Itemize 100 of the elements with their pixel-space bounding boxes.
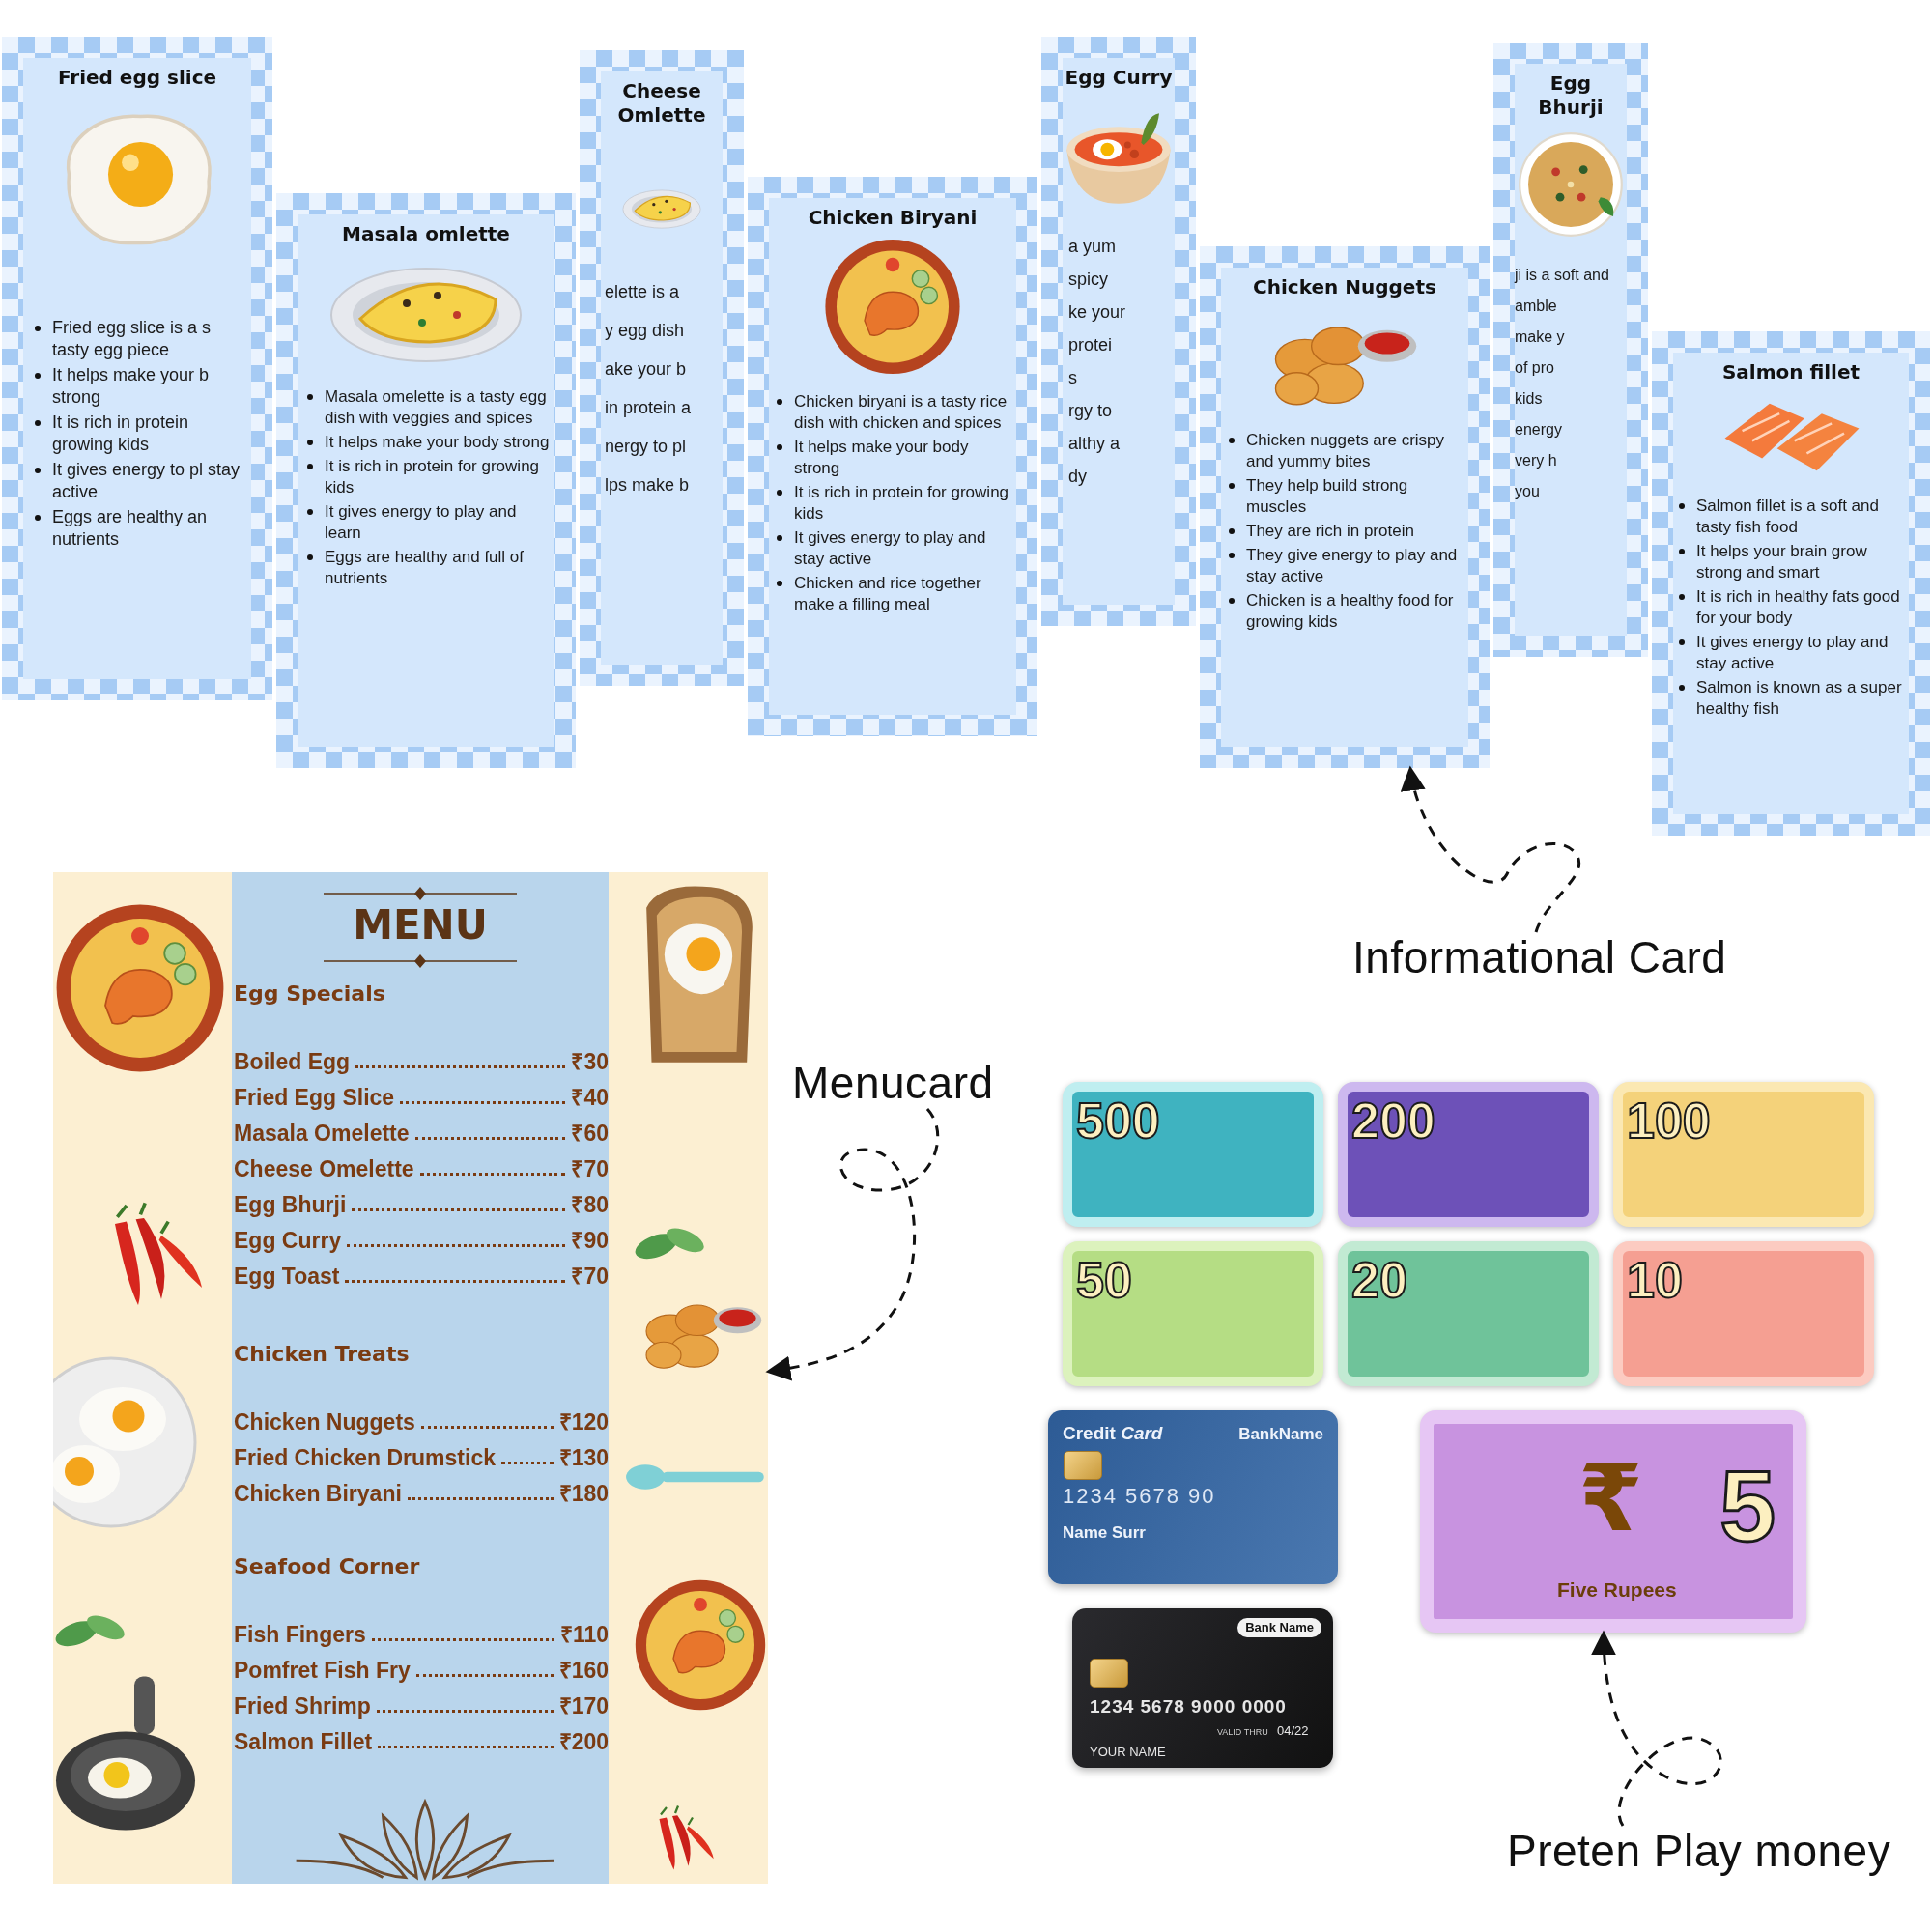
card-text: of pro <box>1515 358 1555 378</box>
bullet-text: Chicken biryani is a tasty rice dish with chicken and spices <box>773 391 1014 434</box>
play-money-note <box>1613 1082 1874 1227</box>
bullet-text: Masala omelette is a tasty egg dish with veggies and spices <box>303 386 553 429</box>
play-money-note <box>1338 1082 1599 1227</box>
card-text: ke your <box>1068 301 1127 324</box>
card-text: dy <box>1068 466 1088 488</box>
menu-item: Chicken Biryani <box>234 1480 402 1507</box>
menu-section-heading: Seafood Corner <box>234 1553 420 1580</box>
bullet-text: It is rich in protein for growing kids <box>303 456 553 498</box>
bullet-text: They help build strong muscles <box>1225 475 1466 518</box>
bank-name: Bank Name <box>1237 1618 1321 1637</box>
card-text: althy a <box>1068 433 1122 455</box>
menu-price: ₹120 <box>558 1408 609 1435</box>
bullet-text: Fried egg slice is a s tasty egg piece <box>31 317 248 361</box>
play-money-note <box>1063 1241 1323 1386</box>
card-text: kids <box>1515 389 1544 409</box>
card-text: energy <box>1515 420 1563 440</box>
arrow <box>1591 1630 1722 1827</box>
menu-item: Salmon Fillet <box>234 1728 373 1755</box>
menu-item: Fried Chicken Drumstick <box>234 1444 496 1471</box>
bullet-text: Chicken is a healthy food for growing kids <box>1225 590 1466 633</box>
bullet-text: It gives energy to play and stay active <box>1675 632 1909 674</box>
card-title: Salmon fillet <box>1720 360 1861 384</box>
menu-price: ₹70 <box>571 1263 609 1290</box>
caption-label: Menucard <box>792 1058 994 1109</box>
card-text: you <box>1515 482 1541 501</box>
cardholder-name: Name Surr <box>1063 1522 1146 1543</box>
menu-item: Egg Toast <box>234 1263 340 1290</box>
card-text: protei <box>1068 334 1114 356</box>
card-text: y egg dish <box>605 320 686 342</box>
menu-item: Pomfret Fish Fry <box>234 1657 411 1684</box>
note-value: 500 <box>1076 1094 1160 1148</box>
card-title: Masala omlette <box>341 222 511 246</box>
bullet-text: Salmon fillet is a soft and tasty fish food <box>1675 496 1909 538</box>
menu-item: Egg Bhurji <box>234 1191 347 1218</box>
note-value: 5 <box>1719 1453 1776 1559</box>
card-text: in protein a <box>605 397 693 419</box>
card-text: s <box>1068 367 1078 389</box>
card-text: make y <box>1515 327 1566 347</box>
bullet-text: Salmon is known as a super healthy fish <box>1675 677 1909 720</box>
bullet-text: It is rich in protein for growing kids <box>773 482 1014 525</box>
menu-card <box>53 872 768 1884</box>
menu-section-heading: Chicken Treats <box>234 1341 410 1368</box>
arrow <box>765 1108 940 1381</box>
menu-item: Masala Omelette <box>234 1120 410 1147</box>
menu-price: ₹170 <box>558 1692 609 1719</box>
card-text: spicy <box>1068 269 1109 291</box>
card-label: Credit Card <box>1063 1422 1163 1444</box>
menu-item: Fried Egg Slice <box>234 1084 395 1111</box>
card-text: amble <box>1515 297 1558 316</box>
menu-price: ₹160 <box>558 1657 609 1684</box>
card-title: Chicken Nuggets <box>1252 275 1437 299</box>
bullet-text: It is rich in protein growing kids <box>31 412 248 456</box>
caption-label: Preten Play money <box>1507 1826 1891 1877</box>
bullet-text: It helps your brain grow strong and smart <box>1675 541 1909 583</box>
menu-price: ₹80 <box>571 1191 609 1218</box>
menu-price: ₹200 <box>558 1728 609 1755</box>
rupee-sign: ₹ <box>1578 1445 1643 1551</box>
credit-card <box>1072 1608 1333 1768</box>
card-title: Chicken Biryani <box>807 206 979 230</box>
menu-price: ₹40 <box>571 1084 609 1111</box>
note-value: 100 <box>1627 1094 1711 1148</box>
menu-item: Boiled Egg <box>234 1048 351 1075</box>
expiry-date: 04/22 <box>1277 1722 1309 1739</box>
valid-thru-label: VALID THRU <box>1217 1726 1268 1739</box>
play-money-note <box>1063 1082 1323 1227</box>
card-number: 1234 5678 9000 0000 <box>1090 1695 1287 1718</box>
menu-item: Fried Shrimp <box>234 1692 371 1719</box>
card-text: ake your b <box>605 358 688 381</box>
menu-section-heading: Egg Specials <box>234 980 385 1008</box>
bullet-text: They give energy to play and stay active <box>1225 545 1466 587</box>
bullet-text: It helps make your body strong <box>773 437 1014 479</box>
note-value: 50 <box>1076 1253 1132 1307</box>
card-text: lps make b <box>605 474 691 497</box>
note-caption: Five Rupees <box>1557 1578 1677 1602</box>
bullet-text: Eggs are healthy an nutrients <box>31 506 248 551</box>
menu-price: ₹90 <box>571 1227 609 1254</box>
menu-price: ₹110 <box>559 1621 609 1648</box>
note-value: 10 <box>1627 1253 1683 1307</box>
card-text: a yum <box>1068 236 1118 258</box>
card-text: rgy to <box>1068 400 1114 422</box>
card-title: Cheese Omlette <box>616 79 707 128</box>
bank-name: BankName <box>1238 1424 1323 1444</box>
bullet-text: It helps make your b strong <box>31 364 248 409</box>
bullet-text: It gives energy to play and stay active <box>773 527 1014 570</box>
play-money-note <box>1338 1241 1599 1386</box>
bullet-text: Chicken and rice together make a filling meal <box>773 573 1014 615</box>
bullet-text: Chicken nuggets are crispy and yummy bites <box>1225 430 1466 472</box>
bullet-text: It is rich in healthy fats good for your body <box>1675 586 1909 629</box>
menu-price: ₹30 <box>571 1048 609 1075</box>
bullet-text: They are rich in protein <box>1225 521 1466 542</box>
menu-price: ₹180 <box>558 1480 609 1507</box>
menu-price: ₹70 <box>571 1155 609 1182</box>
note-value: 200 <box>1351 1094 1435 1148</box>
menu-price: ₹60 <box>571 1120 609 1147</box>
play-money-note <box>1613 1241 1874 1386</box>
card-text: very h <box>1515 451 1558 470</box>
card-title: Fried egg slice <box>56 66 218 90</box>
bullet-text: It gives energy to pl stay active <box>31 459 248 503</box>
